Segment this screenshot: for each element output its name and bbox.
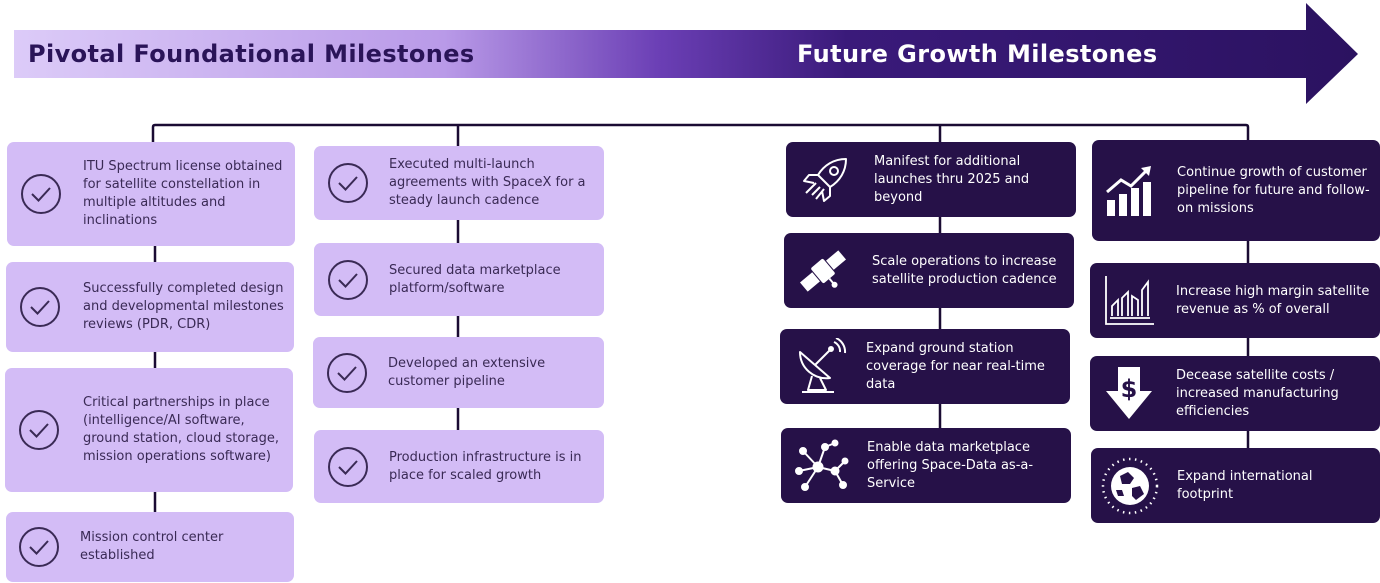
- check-circle-icon: [314, 161, 382, 205]
- check-circle-icon: [7, 172, 75, 216]
- future-milestone-card: Expand international footprint: [1091, 448, 1380, 523]
- network-icon: [781, 437, 859, 495]
- future-milestone-card: Continue growth of customer pipeline for…: [1092, 140, 1380, 241]
- milestone-card: Successfully completed design and develo…: [6, 262, 294, 352]
- globe-icon: [1091, 456, 1169, 516]
- satellite-dish-icon: [780, 337, 858, 396]
- future-growth-milestones-title: Future Growth Milestones: [797, 40, 1158, 68]
- milestone-text: Secured data marketplace platform/softwa…: [389, 262, 561, 296]
- future-milestone-card: Manifest for additional launches thru 20…: [786, 142, 1076, 217]
- milestone-text: Manifest for additional launches thru 20…: [874, 153, 1030, 205]
- milestone-text: Successfully completed design and develo…: [83, 281, 284, 332]
- milestone-text: Increase high margin satellite revenue a…: [1176, 283, 1370, 317]
- check-circle-icon: [313, 351, 381, 395]
- rocket-icon: [786, 151, 864, 209]
- bar-chart-growth-icon: [1092, 162, 1168, 220]
- milestone-card: Mission control center established: [6, 512, 294, 582]
- milestone-card: Developed an extensive customer pipeline: [313, 337, 604, 408]
- milestone-text: Decease satellite costs / increased manu…: [1176, 367, 1339, 419]
- future-milestone-card: Enable data marketplace offering Space-D…: [781, 428, 1071, 503]
- check-circle-icon: [6, 525, 72, 569]
- milestone-text: Developed an extensive customer pipeline: [388, 355, 546, 389]
- check-circle-icon: [314, 258, 382, 302]
- milestone-card: Executed multi-launch agreements with Sp…: [314, 146, 604, 220]
- milestone-card: Secured data marketplace platform/softwa…: [314, 243, 604, 316]
- milestone-text: Continue growth of customer pipeline for…: [1177, 164, 1370, 216]
- milestone-text: Expand international footprint: [1177, 468, 1313, 502]
- future-milestone-card: Scale operations to increase satellite p…: [784, 233, 1074, 308]
- future-milestone-card: Expand ground station coverage for near …: [780, 329, 1070, 404]
- milestone-text: ITU Spectrum license obtained for satell…: [83, 159, 283, 228]
- foundational-milestones-title: Pivotal Foundational Milestones: [28, 40, 475, 68]
- revenue-chart-icon: [1090, 272, 1168, 330]
- future-milestone-card: $ Decease satellite costs / increased ma…: [1090, 356, 1380, 431]
- future-milestone-card: Increase high margin satellite revenue a…: [1090, 263, 1380, 338]
- milestone-text: Executed multi-launch agreements with Sp…: [389, 157, 586, 208]
- dollar-down-arrow-icon: $: [1090, 365, 1168, 423]
- milestones-banner-arrow: [14, 3, 1358, 104]
- check-circle-icon: [314, 445, 382, 489]
- milestone-card: ITU Spectrum license obtained for satell…: [7, 142, 295, 246]
- svg-text:$: $: [1121, 375, 1138, 403]
- satellite-icon: [784, 242, 862, 300]
- check-circle-icon: [5, 408, 73, 452]
- check-circle-icon: [6, 285, 74, 329]
- milestone-text: Mission control center established: [80, 530, 224, 563]
- milestone-text: Scale operations to increase satellite p…: [872, 253, 1057, 287]
- milestone-card: Production infrastructure is in place fo…: [314, 430, 604, 503]
- milestone-text: Expand ground station coverage for near …: [866, 340, 1045, 392]
- milestone-text: Production infrastructure is in place fo…: [389, 449, 582, 483]
- milestone-text: Enable data marketplace offering Space-D…: [867, 439, 1034, 491]
- milestone-text: Critical partnerships in place (intellig…: [83, 395, 279, 464]
- milestone-card: Critical partnerships in place (intellig…: [5, 368, 293, 492]
